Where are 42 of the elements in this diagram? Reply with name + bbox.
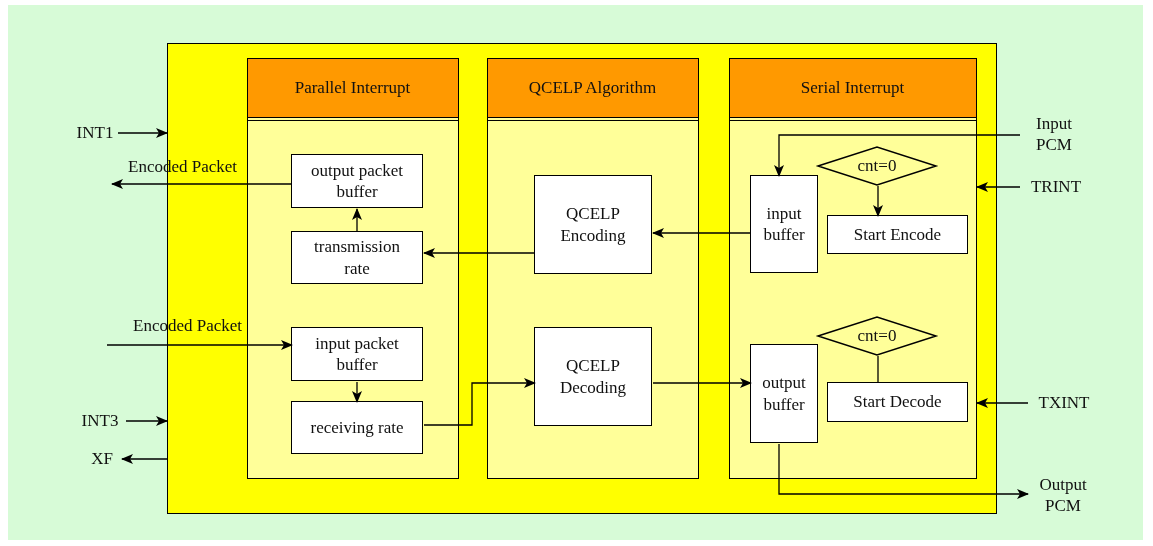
process-box: input packet buffer — [291, 327, 423, 381]
arrow — [106, 340, 293, 350]
arrow — [652, 378, 752, 388]
arrow — [873, 185, 883, 217]
decision-diamond: cnt=0 — [818, 317, 936, 355]
process-box: Start Decode — [827, 382, 968, 422]
signal-label: Output PCM — [1028, 473, 1098, 517]
process-box: QCELP Decoding — [534, 327, 652, 426]
connector-line — [877, 355, 879, 384]
arrow — [125, 416, 168, 426]
arrow — [352, 208, 362, 233]
process-box: input buffer — [750, 175, 818, 273]
process-box: output buffer — [750, 344, 818, 443]
arrow — [774, 134, 1021, 177]
arrow — [423, 378, 536, 426]
arrow — [976, 398, 1029, 408]
process-box: output packet buffer — [291, 154, 423, 208]
arrow — [111, 179, 293, 189]
column-panel — [486, 57, 699, 479]
column-header: QCELP Algorithm — [487, 58, 698, 118]
process-box: transmission rate — [291, 231, 423, 284]
arrow — [352, 381, 362, 403]
arrow — [121, 454, 168, 464]
process-box: QCELP Encoding — [534, 175, 652, 274]
arrow — [976, 182, 1021, 192]
process-box: Start Encode — [827, 215, 968, 254]
column-header: Serial Interrupt — [729, 58, 976, 118]
arrow — [778, 443, 1029, 499]
arrow — [652, 228, 752, 238]
signal-label: Input PCM — [1020, 112, 1088, 156]
column-header: Parallel Interrupt — [247, 58, 458, 118]
signal-label: TRINT — [1020, 176, 1092, 198]
signal-label: XF — [82, 448, 122, 470]
column-panel — [728, 57, 977, 479]
arrow — [423, 248, 536, 258]
process-box: receiving rate — [291, 401, 423, 454]
signal-label: INT3 — [74, 410, 126, 432]
decision-diamond: cnt=0 — [818, 147, 936, 185]
arrow — [117, 128, 168, 138]
column-panel — [246, 57, 459, 479]
signal-label: TXINT — [1028, 392, 1100, 414]
signal-label: INT1 — [72, 123, 118, 142]
